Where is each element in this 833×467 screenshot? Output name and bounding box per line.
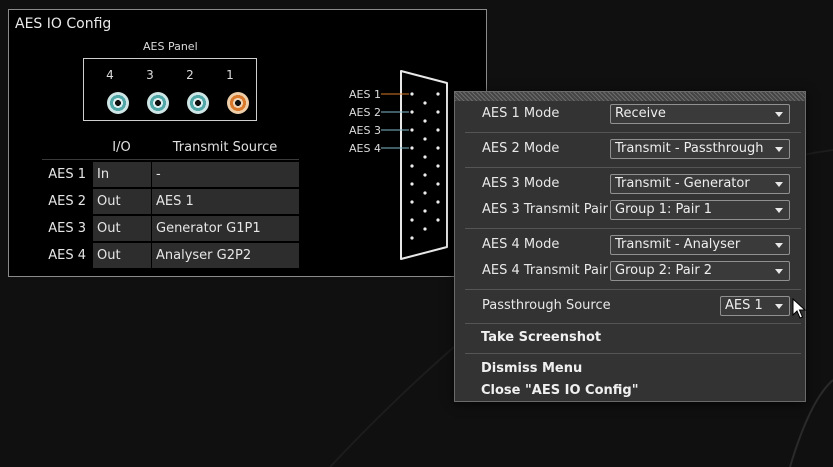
menu-divider [465,353,801,354]
chevron-down-icon [775,182,783,187]
aes-panel-box: 4 3 2 1 [83,58,257,121]
aes4-transmit-pair-dropdown[interactable]: Group 2: Pair 2 [610,261,790,281]
aes4-mode-dropdown[interactable]: Transmit - Analyser [610,235,790,255]
table-row: AES 1 In - [42,162,299,187]
aes4-transmit-pair-value: Group 2: Pair 2 [615,263,713,278]
menu-divider [465,289,801,290]
table-row: AES 4 Out Analyser G2P2 [42,243,299,268]
table-row: AES 3 Out Generator G1P1 [42,216,299,241]
aes-io-config-panel: AES IO Config AES Panel 4 3 2 1 I/O Tran… [8,9,487,277]
passthrough-source-dropdown[interactable]: AES 1 [720,296,790,316]
chevron-down-icon [775,147,783,152]
take-screenshot-menu-item[interactable]: Take Screenshot [481,330,602,345]
chevron-down-icon [775,112,783,117]
aes1-mode-dropdown[interactable]: Receive [610,104,790,124]
chevron-down-icon [775,243,783,248]
connector-label-aes2: AES 2 [349,106,381,119]
aes3-transmit-pair-dropdown[interactable]: Group 1: Pair 1 [610,200,790,220]
aes-config-context-menu: AES 1 Mode Receive AES 2 Mode Transmit -… [454,91,806,402]
aes4-mode-label: AES 4 Mode [482,237,560,252]
aes1-mode-label: AES 1 Mode [482,106,560,121]
bnc-port-2-icon [187,92,209,114]
menu-divider [465,323,801,324]
aes3-transmit-pair-label: AES 3 Transmit Pair [482,202,608,217]
aes3-transmit-pair-value: Group 1: Pair 1 [615,202,713,217]
table-header-transmit-source: Transmit Source [151,135,299,160]
aes4-mode-value: Transmit - Analyser [615,237,741,252]
row-name: AES 4 [42,243,92,268]
table-header-io: I/O [92,135,151,160]
connector-label-aes4: AES 4 [349,142,381,155]
mouse-pointer-icon [792,298,806,319]
bnc-port-4-icon [107,92,129,114]
aes3-mode-label: AES 3 Mode [482,176,560,191]
dsub-connector-diagram: AES 1 AES 2 AES 3 AES 4 [339,65,469,270]
row-source: AES 1 [151,189,299,214]
port-number-1: 1 [226,68,234,82]
row-name: AES 3 [42,216,92,241]
dismiss-menu-item[interactable]: Dismiss Menu [481,361,583,376]
menu-divider [465,228,801,229]
menu-divider [465,132,801,133]
panel-title: AES IO Config [15,16,112,32]
row-name: AES 2 [42,189,92,214]
port-number-4: 4 [106,68,114,82]
bnc-port-3-icon [147,92,169,114]
table-header-row: I/O Transmit Source [42,135,299,160]
row-io: Out [92,216,151,241]
row-io: Out [92,243,151,268]
aes2-mode-label: AES 2 Mode [482,141,560,156]
row-io: Out [92,189,151,214]
port-number-2: 2 [186,68,194,82]
row-source: Generator G1P1 [151,216,299,241]
menu-drag-handle[interactable] [455,92,805,101]
aes2-mode-dropdown[interactable]: Transmit - Passthrough [610,139,790,159]
close-window-menu-item[interactable]: Close "AES IO Config" [481,383,639,398]
bnc-port-1-icon [227,92,249,114]
aes-io-table: I/O Transmit Source AES 1 In - AES 2 Out… [42,133,299,270]
passthrough-source-label: Passthrough Source [482,298,611,313]
dsub-connector-icon [381,70,448,260]
aes2-mode-value: Transmit - Passthrough [615,141,764,156]
connector-label-aes3: AES 3 [349,124,381,137]
aes-panel-label: AES Panel [143,40,198,53]
row-io: In [92,162,151,187]
aes3-mode-dropdown[interactable]: Transmit - Generator [610,174,790,194]
chevron-down-icon [775,208,783,213]
row-name: AES 1 [42,162,92,187]
aes1-mode-value: Receive [615,106,666,121]
row-source: - [151,162,299,187]
connector-label-aes1: AES 1 [349,88,381,101]
aes4-transmit-pair-label: AES 4 Transmit Pair [482,263,608,278]
port-number-3: 3 [146,68,154,82]
row-source: Analyser G2P2 [151,243,299,268]
chevron-down-icon [775,269,783,274]
menu-divider [465,167,801,168]
passthrough-source-value: AES 1 [725,298,763,313]
table-row: AES 2 Out AES 1 [42,189,299,214]
table-header-blank [42,135,92,160]
chevron-down-icon [775,304,783,309]
aes3-mode-value: Transmit - Generator [615,176,750,191]
